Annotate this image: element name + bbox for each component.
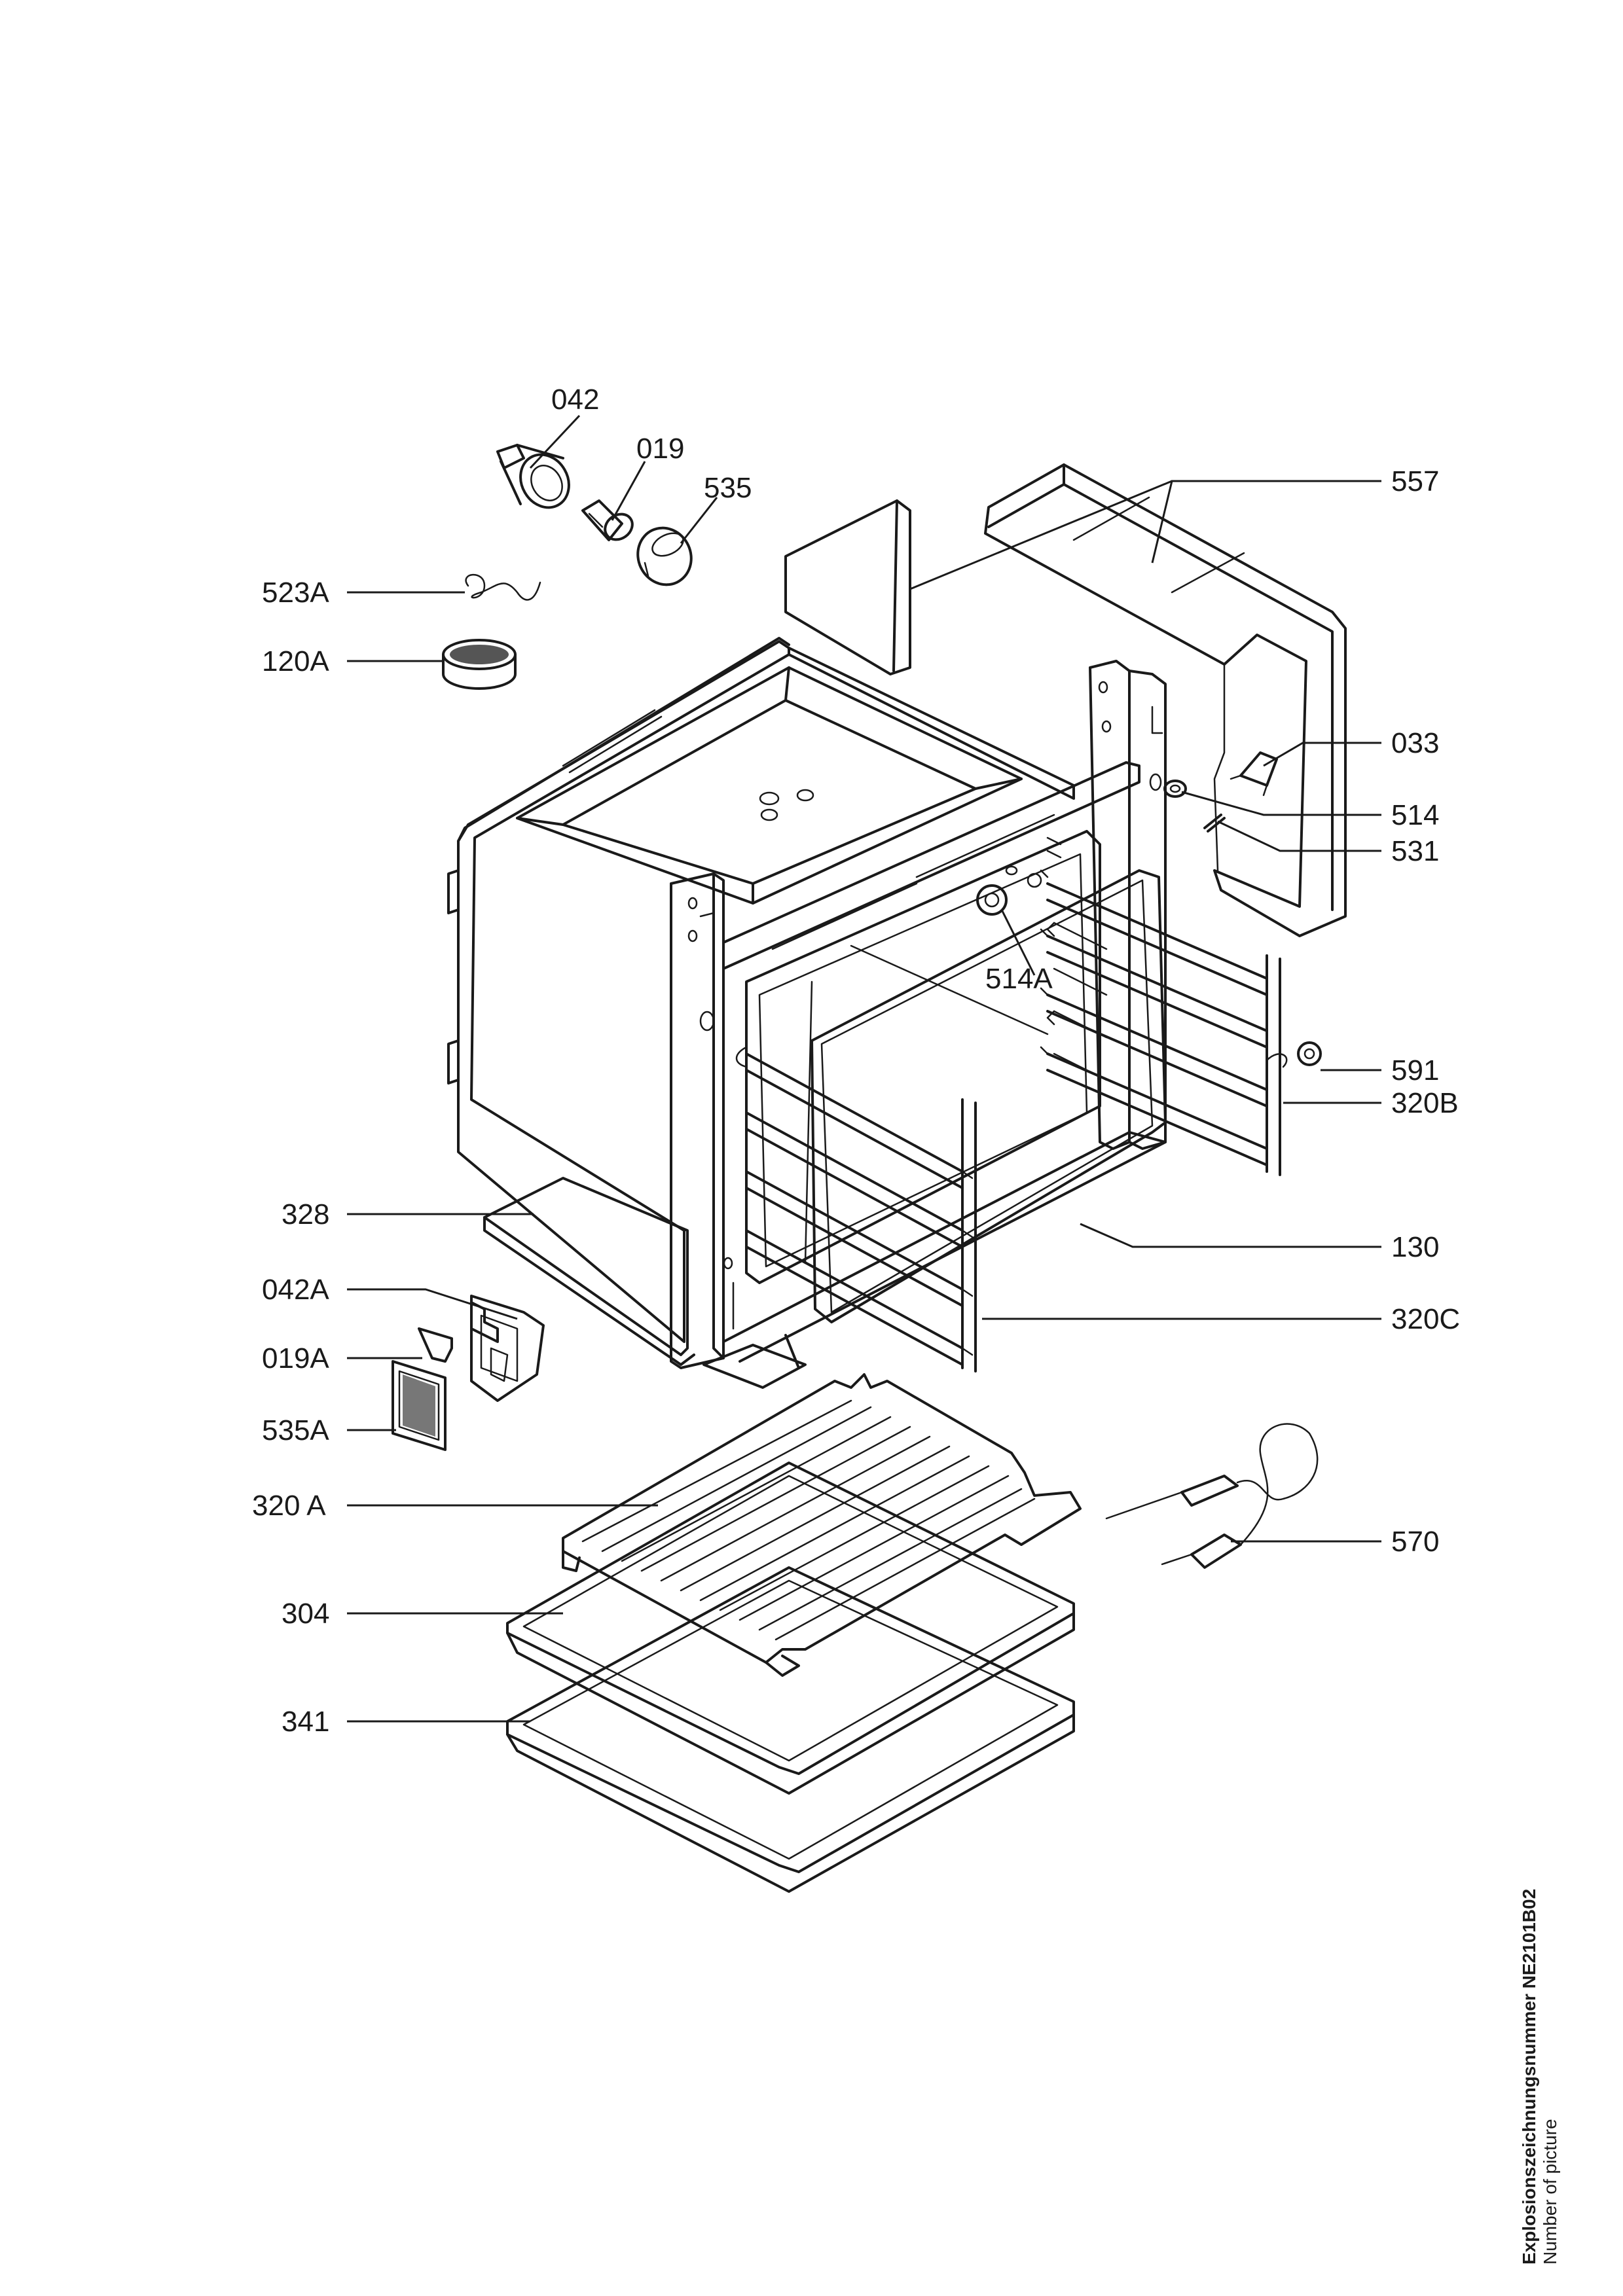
label-019A: 019A [262,1342,329,1374]
lamp-holder [496,444,570,509]
label-320B: 320B [1391,1087,1459,1119]
label-320C: 320C [1391,1303,1460,1335]
thermostat-parts [1163,751,1278,833]
lamp-cover [636,526,693,586]
label-304: 304 [282,1598,329,1630]
label-570: 570 [1391,1526,1439,1558]
meat-probe [1105,1423,1319,1569]
oven-cavity [447,637,1167,1389]
label-019: 019 [636,433,684,465]
label-033: 033 [1391,727,1439,759]
caption-number-of-picture: Number of picture [1540,2119,1560,2265]
label-130: 130 [1391,1231,1439,1263]
label-523A: 523A [262,577,329,609]
enamel-tray [506,1566,1075,1893]
label-120A: 120A [262,645,329,677]
fan-seal [442,639,517,690]
label-042A: 042A [262,1274,329,1306]
label-341: 341 [282,1706,329,1738]
side-rack-right [1040,869,1288,1176]
label-557: 557 [1391,465,1439,497]
label-514A: 514A [985,963,1053,995]
label-042: 042 [551,384,599,416]
grid-rack [562,1373,1082,1677]
caption-drawing-number: Explosionszeichnungsnummer NE2101B02 [1519,1888,1539,2265]
label-514: 514 [1391,799,1439,831]
insulation-blocks [784,463,1347,937]
label-535A: 535A [262,1414,329,1446]
leader-lines [347,414,1381,1723]
side-rack-left [735,1046,977,1372]
label-320A: 320 A [252,1490,326,1522]
label-328: 328 [282,1198,329,1230]
bottom-plate [483,1177,695,1366]
wire-clip [465,573,541,601]
lamp-bulb [581,499,634,541]
door-seal [811,869,1167,1323]
label-531: 531 [1391,835,1439,867]
side-lamp [392,1295,545,1451]
label-535: 535 [704,472,752,504]
baking-tray [506,1462,1075,1795]
label-591: 591 [1391,1054,1439,1086]
spacer-ring [1297,1041,1322,1066]
